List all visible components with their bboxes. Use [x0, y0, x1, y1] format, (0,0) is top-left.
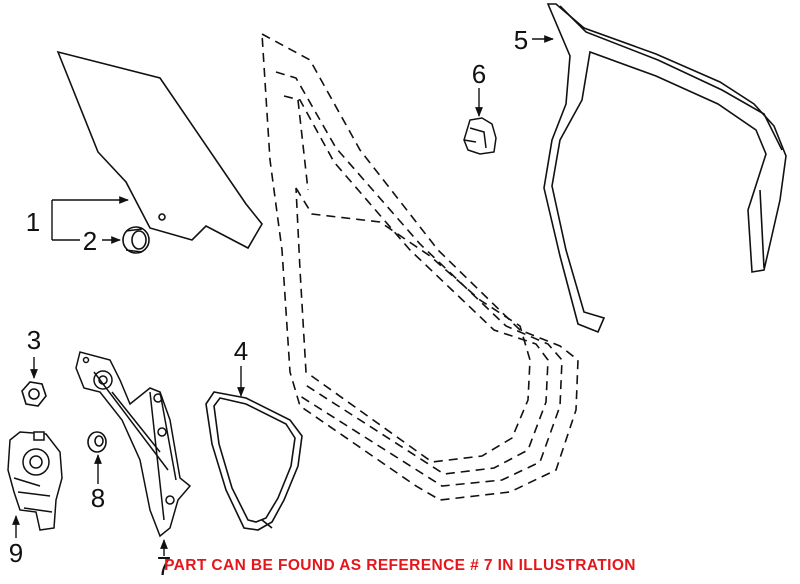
reference-note: PART CAN BE FOUND AS REFERENCE # 7 IN IL…	[164, 557, 636, 574]
callout-5: 5	[514, 25, 528, 55]
leader-lines	[12, 35, 554, 556]
small-grommet-part	[87, 431, 107, 453]
quarter-glass-seal-part	[205, 391, 303, 531]
callout-9: 9	[9, 538, 23, 568]
callout-2: 2	[83, 226, 97, 256]
grommet-part	[122, 226, 150, 254]
window-motor-part	[7, 431, 63, 531]
callout-7: 7	[157, 551, 171, 581]
clip-part	[463, 117, 497, 155]
door-glass-part	[56, 50, 263, 250]
callout-8: 8	[91, 483, 105, 513]
nut-part	[21, 381, 47, 407]
weatherstrip-part	[543, 3, 787, 334]
callout-3: 3	[27, 325, 41, 355]
callout-6: 6	[472, 59, 486, 89]
window-regulator-part	[75, 351, 192, 538]
callout-labels: 1 2 3 4 5 6 7 8 9	[9, 25, 528, 581]
callout-1: 1	[26, 207, 40, 237]
callout-4: 4	[234, 336, 248, 366]
door-frame-outline	[261, 32, 579, 501]
